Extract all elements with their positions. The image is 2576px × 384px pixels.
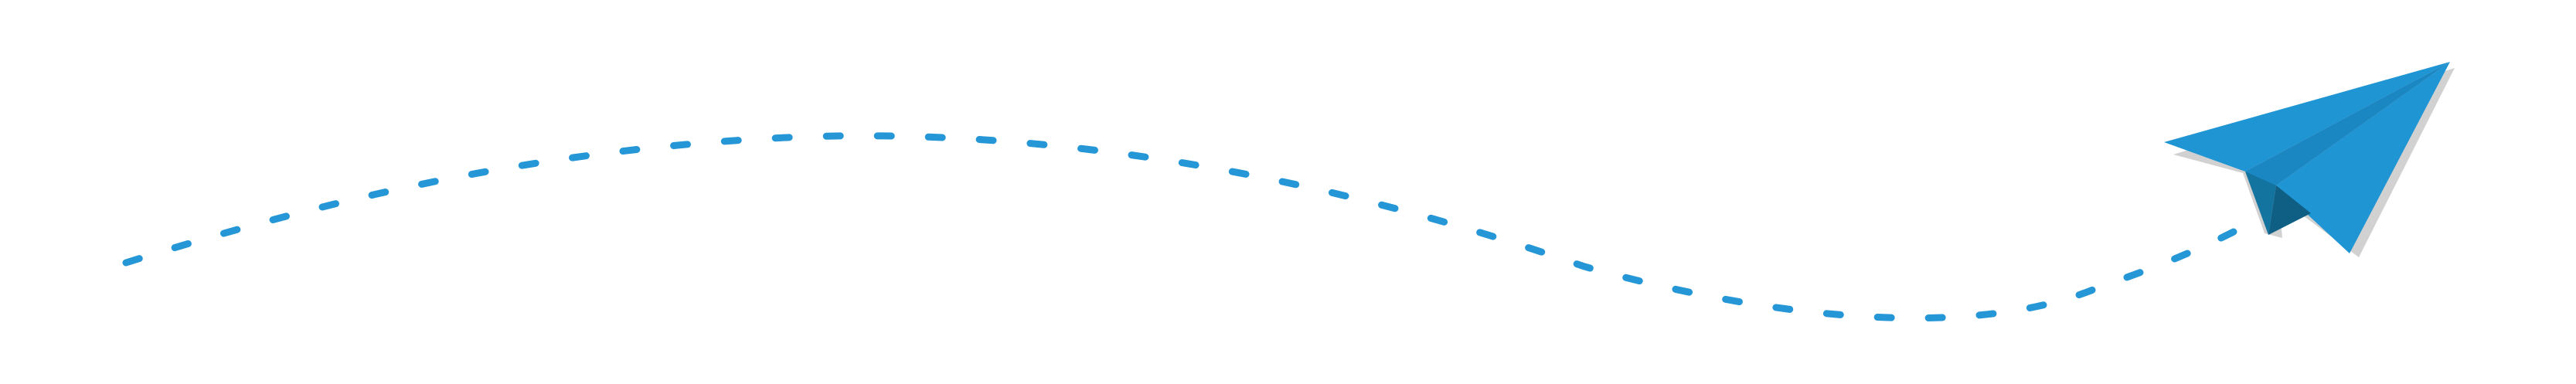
plane-keel	[2245, 172, 2276, 235]
dashed-flight-path	[122, 132, 2237, 322]
paper-plane-icon	[2164, 62, 2450, 253]
plane-left-wing	[2164, 62, 2450, 172]
plane-fold	[2268, 185, 2311, 235]
plane-crease	[2245, 62, 2450, 185]
plane-right-wing	[2276, 62, 2450, 253]
